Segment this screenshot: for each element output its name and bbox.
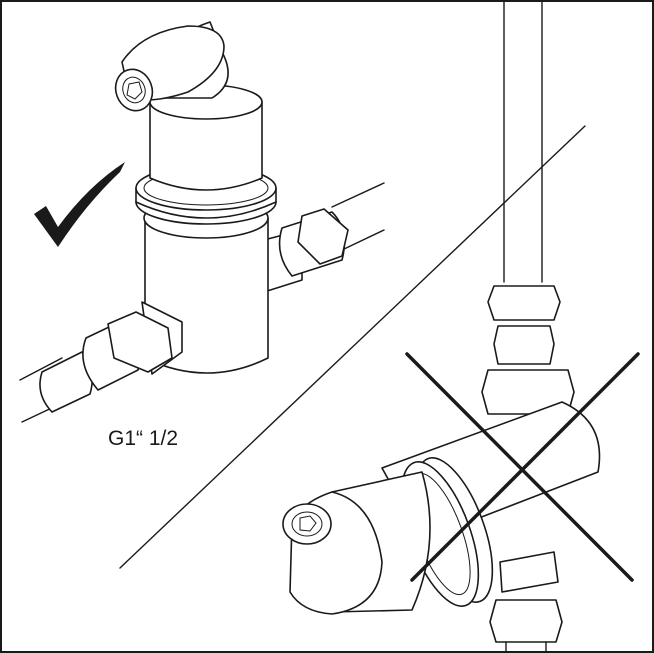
top-fitting-nuts [481,285,575,415]
side-vent-elbow [282,471,431,615]
cross-icon [405,352,640,582]
outlet-pipe-right [331,182,385,251]
vent-elbow [114,21,229,112]
bottom-fitting-nuts [489,551,563,651]
right-fitting-nut [263,208,349,293]
left-fitting-nut [82,301,183,391]
incorrect-installation [282,2,640,651]
inlet-pipe-left [19,351,93,423]
pipe-top [503,2,543,283]
separator-body-upper [149,101,263,191]
divider-line [119,125,586,569]
correct-installation [19,21,385,423]
checkmark-icon [34,162,125,247]
connection-size-label: G1“ 1/2 [108,427,179,450]
